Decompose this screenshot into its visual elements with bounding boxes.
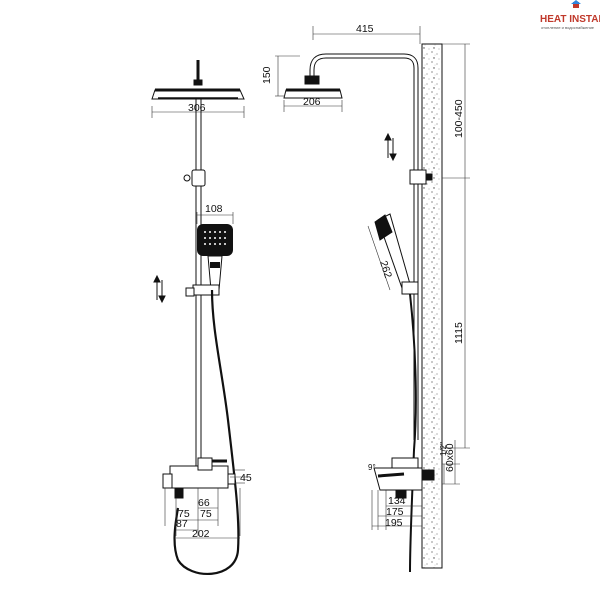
logo-icon bbox=[571, 0, 581, 8]
side-angle-label: 9° bbox=[368, 463, 376, 472]
side-dim-134: 134 bbox=[388, 495, 406, 507]
brand-logo: HEAT INSTALL отопление и водоснабжение bbox=[540, 0, 600, 30]
side-adjust-range-label: 100-450 bbox=[453, 99, 465, 138]
front-dim-75a: 75 bbox=[178, 508, 190, 520]
side-hand-length-label: 262 bbox=[377, 259, 394, 280]
front-dim-45: 45 bbox=[240, 472, 252, 484]
front-dim-66: 66 bbox=[198, 497, 210, 509]
side-head-height-label: 150 bbox=[261, 66, 273, 84]
front-dim-202: 202 bbox=[192, 528, 210, 540]
wall bbox=[421, 43, 443, 569]
arrow-up-down-icon bbox=[384, 132, 397, 162]
side-mount-plate-label: 60x60 bbox=[444, 443, 456, 472]
side-small-a: 1/2" bbox=[439, 442, 448, 456]
side-rail-height-label: 1115 bbox=[453, 322, 465, 344]
front-hose bbox=[173, 289, 240, 575]
front-head-width-label: 306 bbox=[188, 102, 206, 114]
front-view: 306 108 bbox=[151, 60, 252, 575]
front-hand-shower bbox=[197, 224, 233, 291]
arrow-up-down-icon bbox=[153, 274, 166, 304]
front-dim-75b: 75 bbox=[200, 508, 212, 520]
side-view: 415 150 206 bbox=[261, 23, 470, 573]
front-hand-width-label: 108 bbox=[205, 203, 223, 215]
side-head-width-label: 206 bbox=[303, 96, 321, 108]
side-dim-195: 195 bbox=[385, 517, 403, 529]
side-dim-175: 175 bbox=[386, 506, 404, 518]
brand-tagline: отопление и водоснабжение bbox=[541, 25, 595, 30]
side-shower-head bbox=[283, 75, 343, 99]
brand-name: HEAT INSTALL bbox=[540, 14, 600, 25]
side-hose bbox=[409, 293, 417, 573]
side-arm-length-label: 415 bbox=[356, 23, 374, 35]
front-dim-87: 87 bbox=[176, 518, 188, 530]
side-hand-shower bbox=[374, 213, 419, 295]
front-mixer bbox=[162, 457, 236, 499]
